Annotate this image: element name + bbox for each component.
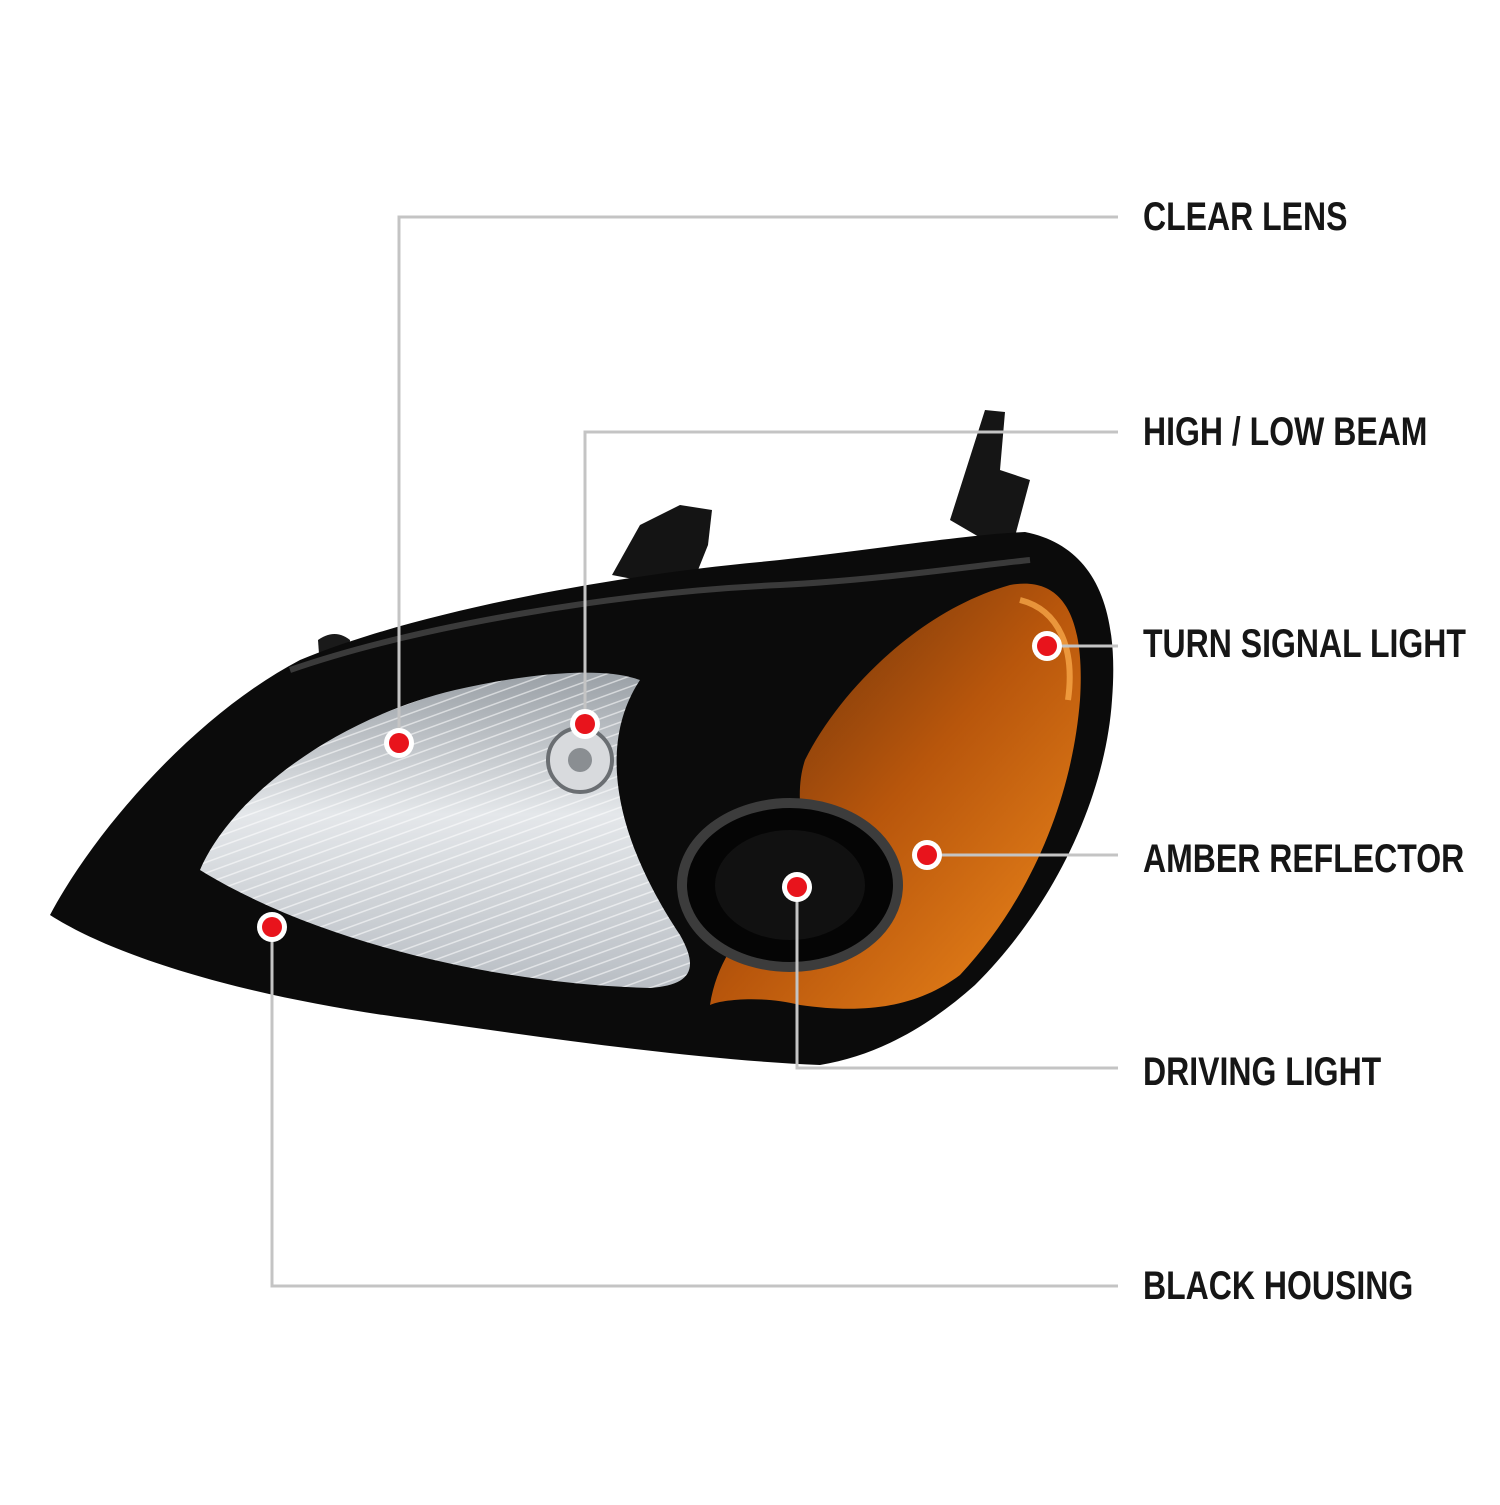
marker-black-housing [257,912,287,942]
label-clear-lens: CLEAR LENS [1143,195,1348,239]
marker-high-low-beam [570,709,600,739]
label-high-low-beam: HIGH / LOW BEAM [1143,410,1428,454]
marker-turn-signal-light [1032,631,1062,661]
mounting-tab-left [612,505,712,590]
label-amber-reflector: AMBER REFLECTOR [1143,837,1465,881]
mounting-tab-right [950,410,1030,555]
leader-line-black-housing [270,927,1118,1288]
leader-line-clear-lens [397,215,1118,743]
label-black-housing: BLACK HOUSING [1143,1264,1414,1308]
marker-driving-light [782,872,812,902]
marker-clear-lens [384,728,414,758]
leader-line-high-low-beam [583,430,1118,724]
marker-amber-reflector [912,840,942,870]
label-driving-light: DRIVING LIGHT [1143,1050,1382,1094]
leader-line-driving-light [795,887,1118,1070]
label-turn-signal-light: TURN SIGNAL LIGHT [1143,622,1466,666]
